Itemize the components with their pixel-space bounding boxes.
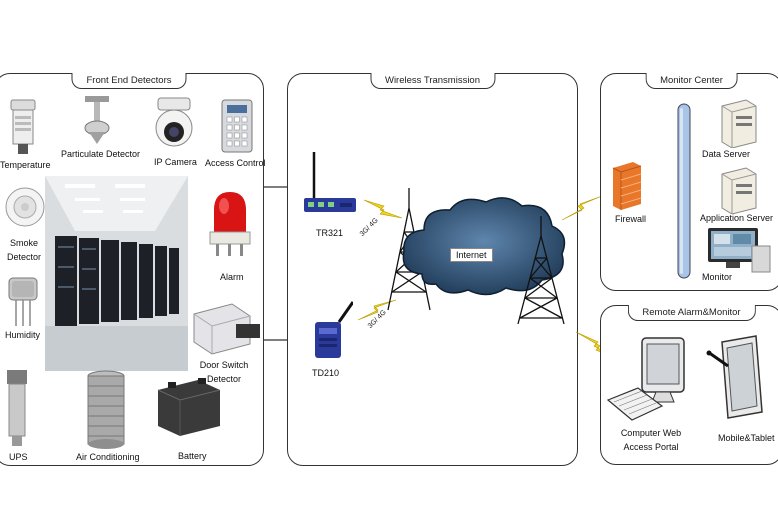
battery-icon — [157, 378, 221, 436]
smoke-detector-label: Smoke Detector — [4, 236, 44, 264]
lightning-top-icon — [363, 199, 403, 219]
computer-web-label-line1: Computer Web — [620, 428, 682, 438]
tr321-router-icon — [304, 152, 356, 212]
remote-alarm-monitor-title: Remote Alarm&Monitor — [627, 305, 756, 321]
ip-camera-icon — [155, 97, 193, 147]
internet-label: Internet — [450, 248, 493, 262]
monitor-display-icon — [708, 228, 771, 273]
ip-camera-label: IP Camera — [154, 157, 197, 167]
internet-cloud-icon — [402, 197, 566, 296]
application-server-icon — [721, 167, 757, 214]
alarm-light-icon — [209, 192, 251, 256]
air-conditioning-label: Air Conditioning — [76, 452, 140, 462]
mobile-tablet-label: Mobile&Tablet — [718, 433, 775, 443]
access-control-icon — [221, 99, 253, 153]
firewall-label: Firewall — [615, 214, 647, 224]
data-server-icon — [721, 99, 757, 148]
data-server-label: Data Server — [702, 149, 751, 159]
door-switch-label-line2: Detector — [206, 374, 241, 384]
alarm-label: Alarm — [220, 272, 244, 282]
access-control-label: Access Control — [205, 158, 266, 168]
front-end-detectors-title: Front End Detectors — [71, 73, 187, 89]
particulate-detector-label: Particulate Detector — [61, 149, 141, 159]
td210-label: TD210 — [312, 368, 340, 378]
lightning-bottom-icon — [357, 299, 397, 321]
lightning-monitor-icon — [561, 195, 603, 221]
smoke-detector-label-line2: Detector — [6, 252, 41, 262]
temperature-sensor-icon — [10, 99, 36, 154]
computer-icon — [606, 337, 685, 421]
ups-label: UPS — [9, 452, 28, 462]
computer-web-label: Computer Web Access Portal — [612, 426, 690, 454]
humidity-sensor-icon — [8, 277, 38, 326]
door-switch-detector-icon — [193, 303, 260, 355]
monitor-center-title: Monitor Center — [645, 73, 738, 89]
tablet-icon — [706, 335, 763, 419]
data-center-image — [45, 176, 188, 371]
application-server-label: Application Server — [700, 213, 774, 223]
humidity-label: Humidity — [5, 330, 41, 340]
smoke-detector-label-line1: Smoke — [9, 238, 38, 248]
firewall-icon — [612, 162, 642, 210]
particulate-detector-icon — [84, 96, 110, 144]
wireless-transmission-title: Wireless Transmission — [369, 73, 496, 89]
temperature-label: Temperature — [0, 160, 51, 170]
tr321-label: TR321 — [316, 228, 344, 238]
monitor-label: Monitor — [702, 272, 733, 282]
air-conditioning-icon — [87, 370, 125, 449]
battery-label: Battery — [178, 451, 207, 461]
transmission-tower-right-icon — [517, 216, 565, 325]
ups-icon — [7, 370, 27, 446]
computer-web-label-line2: Access Portal — [623, 442, 679, 452]
smoke-detector-icon — [5, 187, 45, 227]
door-switch-label: Door Switch Detector — [196, 358, 252, 386]
td210-modem-icon — [315, 301, 353, 358]
network-bus-icon — [677, 103, 691, 279]
door-switch-label-line1: Door Switch — [199, 360, 249, 370]
